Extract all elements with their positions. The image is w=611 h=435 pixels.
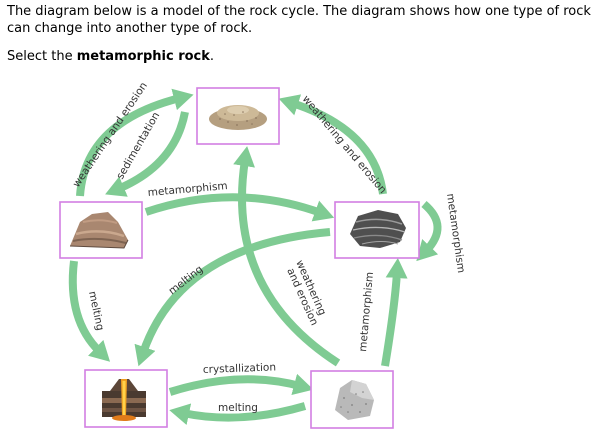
arrow-metamorphism-top	[144, 193, 335, 222]
rock-option-metamorphic[interactable]	[334, 201, 420, 259]
rock-option-sedimentary[interactable]	[59, 201, 143, 259]
volcano-cross-section-icon	[102, 379, 146, 421]
label-melting-middle: melting	[166, 263, 205, 297]
granite-igneous-rock-icon	[335, 380, 374, 420]
label-weathering-erosion-right: weathering and erosion	[300, 93, 389, 196]
rock-option-sediment[interactable]	[196, 87, 280, 145]
label-metamorphism-loop: metamorphism	[444, 193, 467, 274]
arrow-weathering-erosion-right	[278, 94, 387, 195]
label-metamorphism-right: metamorphism	[357, 271, 376, 352]
arrow-crystallization	[168, 373, 314, 396]
arrow-metamorphism-loop	[416, 200, 442, 262]
rock-option-magma[interactable]	[84, 369, 168, 428]
rock-option-igneous[interactable]	[310, 370, 394, 429]
label-crystallization: crystallization	[203, 361, 277, 376]
arrow-metamorphism-right	[381, 258, 408, 367]
label-melting-left: melting	[86, 290, 106, 332]
sand-pile-icon	[209, 105, 267, 130]
label-melting-bottom: melting	[218, 402, 258, 414]
question-instruction: Select the metamorphic rock.	[7, 48, 214, 65]
layered-sedimentary-rock-icon	[69, 212, 129, 249]
arrow-melting-left	[68, 260, 111, 362]
arrow-sedimentation	[105, 111, 189, 197]
arrow-weathering-erosion-left	[76, 88, 194, 197]
instruction-prefix: Select the	[7, 49, 77, 64]
instruction-suffix: .	[209, 49, 215, 64]
foliated-metamorphic-rock-icon	[350, 210, 406, 248]
instruction-bold: metamorphic rock	[76, 49, 210, 64]
question-prompt: The diagram below is a model of the rock…	[7, 4, 591, 36]
arrow-weathering-center	[233, 146, 341, 367]
arrow-melting-middle	[134, 228, 331, 367]
arrow-melting-bottom	[169, 402, 307, 425]
